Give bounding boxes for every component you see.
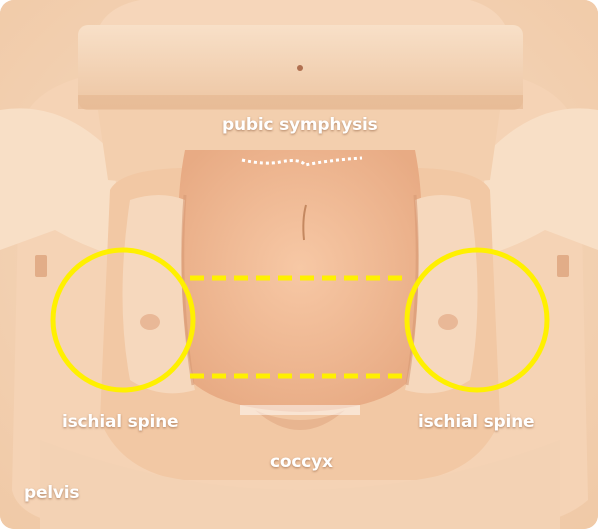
label-ischial-spine-right: ischial spine bbox=[418, 412, 534, 432]
pelvic-opening bbox=[177, 150, 424, 412]
left-spine-bump bbox=[140, 314, 160, 330]
right-spine-bump bbox=[438, 314, 458, 330]
label-pelvis: pelvis bbox=[24, 483, 79, 503]
label-coccyx: coccyx bbox=[270, 452, 333, 472]
label-ischial-spine-left: ischial spine bbox=[62, 412, 178, 432]
right-slot bbox=[557, 255, 569, 277]
top-block-hole bbox=[297, 65, 303, 71]
left-slot bbox=[35, 255, 47, 277]
label-pubic-symphysis: pubic symphysis bbox=[222, 115, 378, 135]
